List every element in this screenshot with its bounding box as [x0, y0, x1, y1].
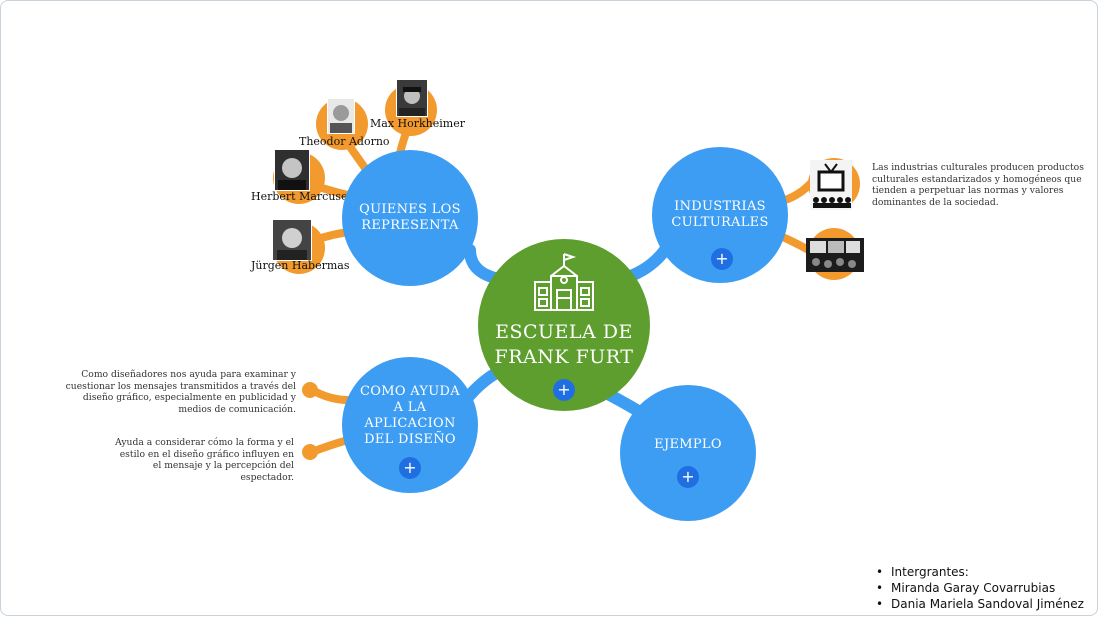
person-icon [399, 87, 425, 116]
endpoint-note2 [302, 444, 318, 460]
name-horkheimer: Max Horkheimer [370, 117, 465, 130]
expand-center-button[interactable]: + [553, 379, 575, 401]
person-icon [330, 105, 352, 133]
expand-industrias-button[interactable]: + [711, 248, 733, 270]
portrait-adorno [327, 98, 355, 134]
node-industrias-label-1: INDUSTRIAS [674, 199, 766, 214]
endpoint-note1 [302, 382, 318, 398]
node-ejemplo[interactable]: EJEMPLO [620, 385, 756, 521]
node-quienes-label-1: QUIENES LOS [359, 202, 461, 217]
portrait-horkheimer [396, 79, 428, 117]
member-item-2: Dania Mariela Sandoval Jiménez [876, 596, 1084, 612]
image-tv-crowd [810, 160, 852, 210]
person-icon [277, 228, 307, 260]
node-industrias-culturales[interactable]: INDUSTRIAS CULTURALES [652, 147, 788, 283]
expand-como-ayuda-button[interactable]: + [399, 457, 421, 479]
crowd-icon [810, 241, 860, 268]
note-como-ayuda-2: Ayuda a considerar cómo la forma y el es… [115, 437, 294, 483]
node-quienes-label-2: REPRESENTA [361, 218, 459, 233]
portrait-marcuse [274, 149, 310, 191]
name-habermas: Jürgen Habermas [251, 259, 350, 272]
member-item-1: Miranda Garay Covarrubias [876, 580, 1084, 596]
center-title-line2: FRANK FURT [494, 346, 634, 368]
members-list: Intergrantes: Miranda Garay Covarrubias … [876, 564, 1084, 612]
center-title-line1: ESCUELA DE [495, 321, 633, 343]
node-industrias-label-2: CULTURALES [671, 215, 769, 230]
image-crowd-screens [806, 238, 864, 272]
node-quienes-los-representa[interactable]: QUIENES LOS REPRESENTA [342, 150, 478, 286]
note-industrias-culturales: Las industrias culturales producen produ… [872, 162, 1084, 208]
name-marcuse: Herbert Marcuse [251, 190, 348, 203]
members-heading: Intergrantes: [876, 564, 1084, 580]
person-icon [278, 158, 306, 190]
node-ayuda-label-1: COMO AYUDA [360, 384, 460, 399]
name-adorno: Theodor Adorno [299, 135, 390, 148]
note-como-ayuda-1: Como diseñadores nos ayuda para examinar… [65, 369, 296, 415]
school-building-icon [534, 253, 594, 311]
television-icon [813, 163, 851, 208]
portrait-habermas [272, 219, 312, 261]
node-ayuda-label-2: A LA [393, 400, 427, 415]
node-ejemplo-label: EJEMPLO [654, 437, 722, 452]
node-ayuda-label-4: DEL DISEÑO [364, 432, 456, 447]
expand-ejemplo-button[interactable]: + [677, 466, 699, 488]
node-ayuda-label-3: APLICACION [364, 416, 456, 431]
